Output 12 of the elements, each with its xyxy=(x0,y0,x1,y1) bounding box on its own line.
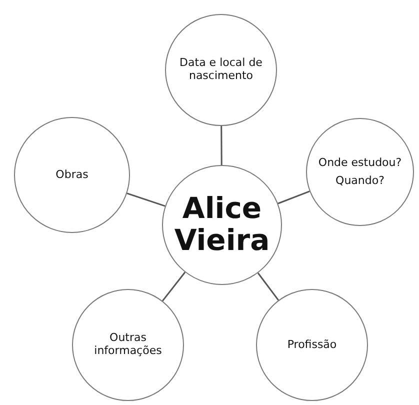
connector-line xyxy=(126,192,166,207)
connector-line xyxy=(220,126,222,165)
topic-text: Outras informações xyxy=(93,332,163,358)
topic-text: Profissão xyxy=(286,338,338,352)
topic-text: Onde estudou? xyxy=(317,156,403,170)
connector-line xyxy=(278,190,310,204)
topic-text: Quando? xyxy=(334,174,386,188)
topic-text: Obras xyxy=(54,168,90,182)
central-title: Alice Vieira xyxy=(173,193,271,257)
connector-line xyxy=(162,272,186,302)
connector-line xyxy=(257,272,279,301)
topic-text: Data e local de nascimento xyxy=(178,57,264,83)
